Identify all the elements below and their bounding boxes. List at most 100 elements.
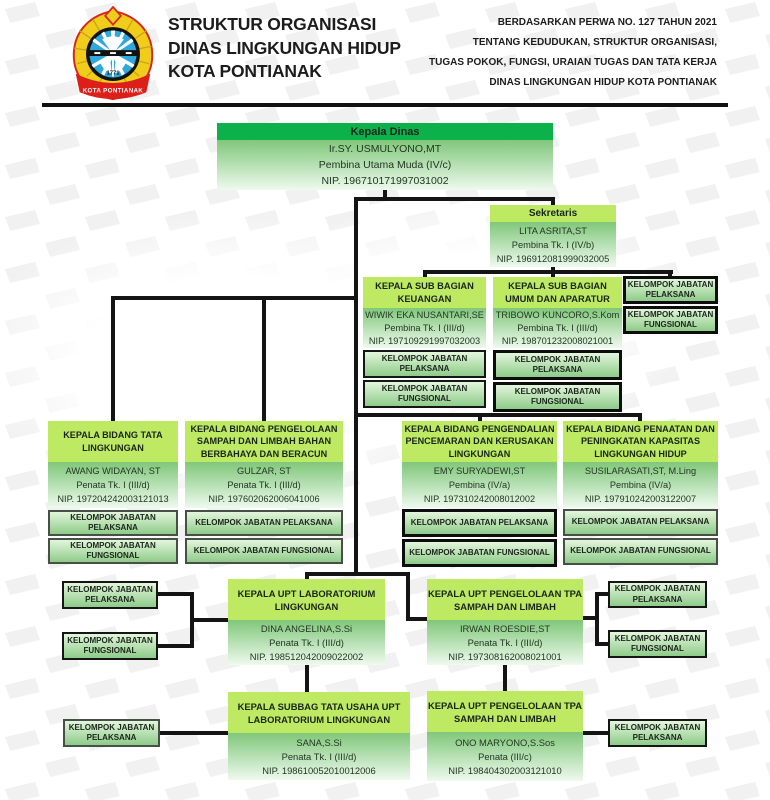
officer-name: WIWIK EKA NUSANTARI,SE xyxy=(365,309,484,320)
legal-line: TENTANG KEDUDUKAN, STRUKTUR ORGANISASI, xyxy=(472,37,717,48)
officer-name: IRWAN ROESDIE,ST xyxy=(459,622,551,634)
legal-line: TUGAS POKOK, FUNGSI, URAIAN TUGAS DAN TA… xyxy=(429,57,717,68)
node-title: Sekretaris xyxy=(490,205,616,222)
kelompok-jabatan-fungsional: KELOMPOK JABATAN FUNGSIONAL xyxy=(48,538,178,564)
officer-nip: NIP. 196710171997031002 xyxy=(321,175,449,187)
title-line: DINAS LINGKUNGAN HIDUP xyxy=(168,37,401,58)
title-line: KOTA PONTIANAK xyxy=(168,61,322,81)
kelompok-jabatan-pelaksana: KELOMPOK JABATAN PELAKSANA xyxy=(185,510,343,536)
node-body: SANA,S.Si Penata Tk. I (III/d) NIP. 1986… xyxy=(228,733,410,780)
node-kepala-dinas: Kepala Dinas Ir.SY. USMULYONO,MT Pembina… xyxy=(217,123,553,190)
officer-rank: Pembina Tk. I (III/d) xyxy=(517,322,598,333)
node-body: AWANG WIDAYAN, ST Penata Tk. I (III/d) N… xyxy=(48,462,178,508)
node-body: EMY SURYADEWI,ST Pembina (IV/a) NIP. 197… xyxy=(402,462,557,508)
officer-nip: NIP. 197109291997032003 xyxy=(368,335,481,346)
node-body: SUSILARASATI,ST, M.Ling Pembina (IV/a) N… xyxy=(563,462,718,508)
kelompok-jabatan-pelaksana: KELOMPOK JABATAN PELAKSANA xyxy=(62,581,158,609)
node-body: IRWAN ROESDIE,ST Penata Tk. I (III/d) NI… xyxy=(427,620,583,665)
connector-line xyxy=(423,270,673,274)
legal-basis-text: BERDASARKAN PERWA NO. 127 TAHUN 2021 TEN… xyxy=(429,13,717,93)
pontianak-city-logo-icon: 1771 KOTA PONTIANAK xyxy=(72,6,154,101)
kelompok-jabatan-fungsional: KELOMPOK JABATAN FUNGSIONAL xyxy=(185,538,343,564)
officer-rank: Pembina Tk. I (IV/b) xyxy=(511,239,595,250)
connector-line xyxy=(305,572,309,580)
connector-line xyxy=(158,592,194,596)
node-title: KEPALA BIDANG PENGELOLAAN SAMPAH DAN LIM… xyxy=(185,421,343,462)
node-subbag-umum: KEPALA SUB BAGIAN UMUM DAN APARATUR TRIB… xyxy=(493,277,622,348)
node-body: WIWIK EKA NUSANTARI,SE Pembina Tk. I (II… xyxy=(363,308,486,348)
node-title: KEPALA SUBBAG TATA USAHA UPT LABORATORIU… xyxy=(228,692,410,733)
kelompok-jabatan-pelaksana: KELOMPOK JABATAN PELAKSANA xyxy=(608,719,707,747)
node-upt-tpa: KEPALA UPT PENGELOLAAN TPA SAMPAH DAN LI… xyxy=(427,579,583,665)
node-bidang-pengelolaan-sampah: KEPALA BIDANG PENGELOLAAN SAMPAH DAN LIM… xyxy=(185,421,343,508)
node-title: KEPALA SUB BAGIAN KEUANGAN xyxy=(363,277,486,308)
kelompok-jabatan-fungsional: KELOMPOK JABATAN FUNGSIONAL xyxy=(62,632,158,660)
node-subbag-tu-laboratorium: KEPALA SUBBAG TATA USAHA UPT LABORATORIU… xyxy=(228,692,410,780)
legal-line: DINAS LINGKUNGAN HIDUP KOTA PONTIANAK xyxy=(489,77,717,88)
officer-rank: Pembina Utama Muda (IV/c) xyxy=(318,159,452,171)
node-title: KEPALA SUB BAGIAN UMUM DAN APARATUR xyxy=(493,277,622,308)
officer-rank: Pembina (IV/a) xyxy=(448,480,511,490)
connector-line xyxy=(354,197,555,201)
kelompok-jabatan-fungsional: KELOMPOK JABATAN FUNGSIONAL xyxy=(563,538,718,565)
officer-nip: NIP. 198701232008021001 xyxy=(501,335,614,346)
kelompok-jabatan-pelaksana: KELOMPOK JABATAN PELAKSANA xyxy=(402,509,557,537)
kelompok-jabatan-pelaksana: KELOMPOK JABATAN PELAKSANA xyxy=(63,719,160,747)
kelompok-jabatan-fungsional: KELOMPOK JABATAN FUNGSIONAL xyxy=(402,539,557,567)
officer-nip: NIP. 197602062006041006 xyxy=(208,494,320,504)
officer-nip: NIP. 198404302003121010 xyxy=(448,764,562,776)
officer-rank: Penata Tk. I (III/d) xyxy=(269,636,344,648)
kelompok-jabatan-pelaksana: KELOMPOK JABATAN PELAKSANA xyxy=(563,509,718,536)
connector-line xyxy=(503,664,507,692)
kelompok-jabatan-pelaksana: KELOMPOK JABATAN PELAKSANA xyxy=(493,350,622,380)
node-title: KEPALA BIDANG TATA LINGKUNGAN xyxy=(48,421,178,462)
kelompok-jabatan-fungsional: KELOMPOK JABATAN FUNGSIONAL xyxy=(623,306,718,334)
kelompok-jabatan-pelaksana: KELOMPOK JABATAN PELAKSANA xyxy=(623,276,718,304)
legal-line: BERDASARKAN PERWA NO. 127 TAHUN 2021 xyxy=(497,17,717,28)
connector-line xyxy=(111,296,115,422)
node-title: KEPALA UPT PENGELOLAAN TPA SAMPAH DAN LI… xyxy=(427,579,583,620)
connector-line xyxy=(595,642,608,646)
kelompok-jabatan-pelaksana: KELOMPOK JABATAN PELAKSANA xyxy=(608,581,707,608)
connector-line xyxy=(305,664,309,693)
officer-name: SUSILARASATI,ST, M.Ling xyxy=(584,466,697,476)
officer-nip: NIP. 196912081999032005 xyxy=(496,253,610,264)
connector-line xyxy=(305,572,410,576)
officer-rank: Penata (III/c) xyxy=(478,750,532,762)
kelompok-jabatan-pelaksana: KELOMPOK JABATAN PELAKSANA xyxy=(48,510,178,536)
officer-name: LITA ASRITA,ST xyxy=(519,225,587,236)
officer-nip: NIP. 197204242003121013 xyxy=(57,494,169,504)
node-upt-laboratorium: KEPALA UPT LABORATORIUM LINGKUNGAN DINA … xyxy=(228,579,385,665)
connector-line xyxy=(383,190,387,198)
officer-rank: Penata Tk. I (III/d) xyxy=(227,480,301,490)
connector-line xyxy=(551,197,555,206)
officer-name: DINA ANGELINA,S.Si xyxy=(260,622,353,634)
officer-name: EMY SURYADEWI,ST xyxy=(433,466,526,476)
node-sekretaris: Sekretaris LITA ASRITA,ST Pembina Tk. I … xyxy=(490,205,616,267)
connector-line xyxy=(583,616,599,620)
page-title: STRUKTUR ORGANISASI DINAS LINGKUNGAN HID… xyxy=(168,13,401,84)
officer-name: SANA,S.Si xyxy=(296,736,342,748)
officer-nip: NIP. 197310242008012002 xyxy=(423,494,536,504)
node-title: KEPALA BIDANG PENAATAN DAN PENINGKATAN K… xyxy=(563,421,718,462)
connector-line xyxy=(638,413,642,422)
node-upt-tpa-bawah: KEPALA UPT PENGELOLAAN TPA SAMPAH DAN LI… xyxy=(427,691,583,781)
node-title: Kepala Dinas xyxy=(217,123,553,140)
node-title: KEPALA UPT PENGELOLAAN TPA SAMPAH DAN LI… xyxy=(427,691,583,732)
logo-year: 1771 xyxy=(106,71,120,77)
officer-name: ONO MARYONO,S.Sos xyxy=(455,736,555,748)
node-bidang-pengendalian-pencemaran: KEPALA BIDANG PENGENDALIAN PENCEMARAN DA… xyxy=(402,421,557,508)
officer-name: AWANG WIDAYAN, ST xyxy=(65,466,161,476)
connector-line xyxy=(595,592,608,596)
officer-nip: NIP. 197910242003122007 xyxy=(584,494,697,504)
officer-rank: Penata Tk. I (III/d) xyxy=(467,636,543,648)
connector-line xyxy=(406,572,410,621)
connector-line xyxy=(423,270,427,277)
logo-banner-text: KOTA PONTIANAK xyxy=(83,87,144,94)
connector-line xyxy=(668,270,672,277)
connector-line xyxy=(583,731,608,735)
node-body: DINA ANGELINA,S.Si Penata Tk. I (III/d) … xyxy=(228,620,385,665)
connector-line xyxy=(262,296,266,422)
kelompok-jabatan-pelaksana: KELOMPOK JABATAN PELAKSANA xyxy=(363,350,486,378)
